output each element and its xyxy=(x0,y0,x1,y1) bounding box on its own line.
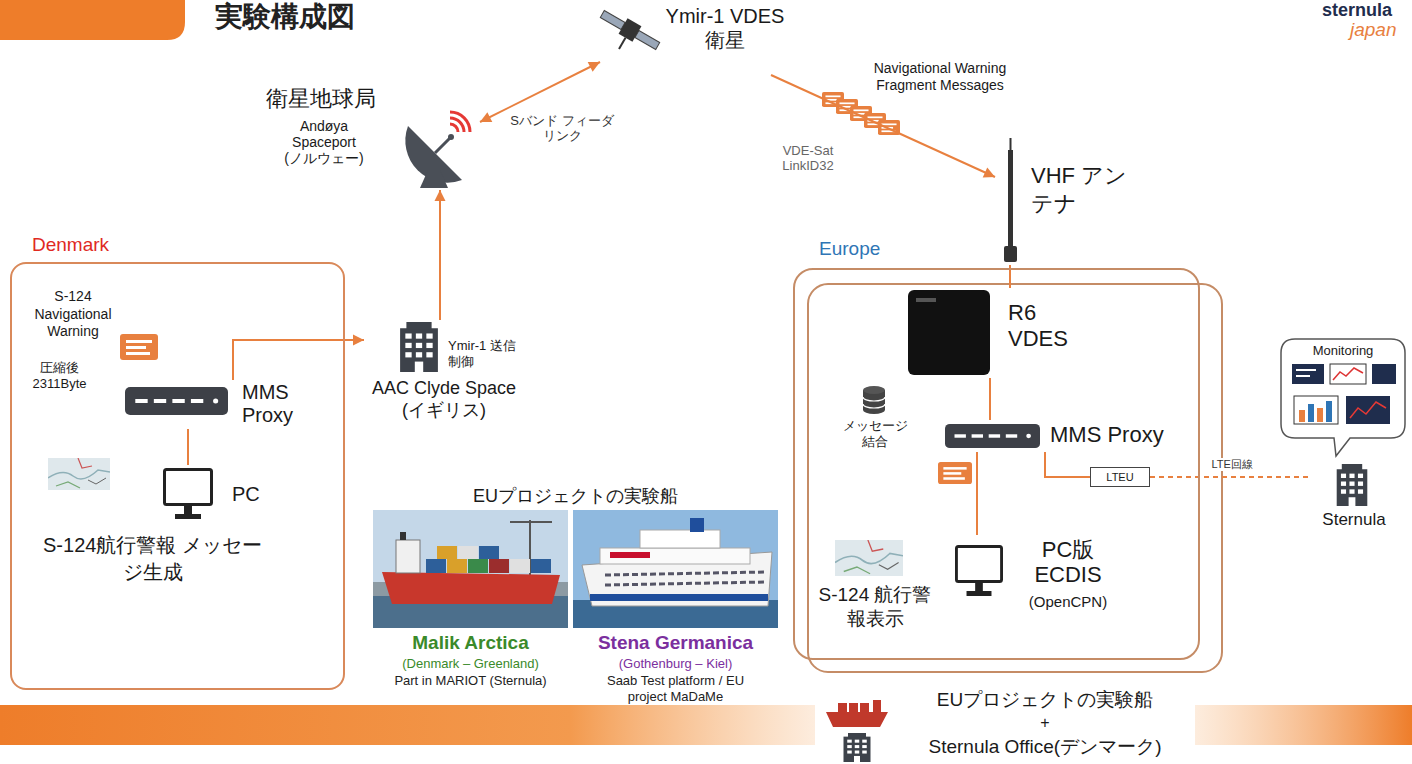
function-note: メッセージ 結合 xyxy=(835,418,915,449)
stack-note: EUプロジェクトの実験船 xyxy=(895,690,1195,711)
device-name: MMS Proxy xyxy=(242,381,300,427)
connector xyxy=(977,452,978,535)
diagram-title: 実験構成図 xyxy=(215,0,355,34)
sternula-office: Sternula xyxy=(1312,462,1396,534)
arrow-head xyxy=(480,112,492,122)
proxy-icon xyxy=(125,387,228,415)
edge-label: VDE-Sat LinkID32 xyxy=(768,143,848,174)
message-note: S-124 Navigational Warning xyxy=(18,288,128,341)
connector xyxy=(435,190,446,320)
ferry-photo xyxy=(573,510,778,628)
arrow-head xyxy=(353,335,364,346)
ship-name: Stena Germanica xyxy=(573,632,778,655)
connector-line xyxy=(976,452,978,535)
section-tab xyxy=(0,0,185,40)
edge-label: Sバンド フィーダリンク xyxy=(507,113,617,144)
connector-line xyxy=(187,429,189,465)
ship-route: (Gothenburg – Kiel) xyxy=(573,656,778,672)
connector xyxy=(1045,452,1090,477)
control-note: Ymir-1 送信制御 xyxy=(448,338,518,369)
building-icon xyxy=(400,322,438,372)
connector-line xyxy=(1150,476,1312,478)
connector-line xyxy=(439,190,441,320)
ship-photo xyxy=(373,510,568,628)
box-label: LTEU xyxy=(1091,471,1149,483)
region-heading: Denmark xyxy=(32,234,109,257)
building-icon xyxy=(844,733,871,762)
connector-line xyxy=(989,378,991,420)
ground-station: 衛星地球局 Andøya Spaceport (ノルウェー) xyxy=(255,86,480,190)
station-title: 衛星地球局 xyxy=(255,86,387,112)
device-name: PC版 ECDIS xyxy=(1016,537,1120,588)
message-note: Navigational Warning Fragment Messages xyxy=(865,60,1015,94)
control-center: Ymir-1 送信制御 AAC Clyde Space (イギリス) xyxy=(364,320,524,430)
vhf-antenna: VHF アンテナ xyxy=(995,140,1135,265)
device-name: PC xyxy=(232,482,260,506)
device-name: MMS Proxy xyxy=(1050,422,1164,448)
software-name: (OpenCPN) xyxy=(1016,593,1120,611)
message-icon xyxy=(120,334,158,360)
arrow-head xyxy=(983,167,995,177)
monitoring-bubble: Monitoring xyxy=(1280,338,1406,458)
satellite-name: Ymir-1 VDES衛星 xyxy=(664,4,786,52)
database-icon xyxy=(863,386,885,414)
connector xyxy=(1150,477,1312,478)
size-note: 圧縮後 2311Byte xyxy=(22,360,97,391)
vdes-device: R6 VDES xyxy=(905,288,1085,378)
message-icon xyxy=(938,462,972,484)
arrow-head xyxy=(435,190,446,201)
connector xyxy=(990,378,991,420)
logo-word: japan xyxy=(1350,19,1397,42)
monitor-icon xyxy=(165,470,212,520)
satellite-icon xyxy=(591,6,662,65)
function-note: S-124 航行警報表示 xyxy=(810,583,940,631)
ship-note: Saab Test platform / EU project MaDaMe xyxy=(603,673,748,704)
connector xyxy=(188,429,189,465)
logo-word: sternula xyxy=(1322,0,1392,22)
monitor-icon xyxy=(956,547,1001,597)
satellite-node: Ymir-1 VDES衛星 xyxy=(600,2,790,75)
station-location: Andøya Spaceport (ノルウェー) xyxy=(281,118,367,166)
region-heading: Europe xyxy=(819,238,880,261)
antenna-name: VHF アンテナ xyxy=(1031,162,1131,217)
lteu-box: LTEU xyxy=(1090,467,1150,487)
pc-terminal: PC xyxy=(160,465,270,525)
stack-note: + xyxy=(895,714,1195,732)
center-name: AAC Clyde Space (イギリス) xyxy=(364,378,524,421)
office-name: Sternula xyxy=(1312,510,1396,530)
bubble-title: Monitoring xyxy=(1283,343,1403,359)
footer-band xyxy=(1195,705,1412,745)
ship-name: Malik Arctica xyxy=(373,632,568,655)
photo-heading: EUプロジェクトの実験船 xyxy=(373,486,778,508)
ship-route: (Denmark – Greenland) xyxy=(373,656,568,672)
stack-note: Sternula Office(デンマーク) xyxy=(895,737,1195,758)
device-name: R6 VDES xyxy=(1008,300,1080,353)
vdes-unit xyxy=(908,290,990,375)
mms-proxy: MMS Proxy xyxy=(122,380,302,429)
proxy-icon xyxy=(945,424,1040,448)
ship-icon xyxy=(826,700,888,727)
ship-note: Part in MARIOT (Sternula) xyxy=(373,673,568,689)
function-note: S-124航行警報 メッセージ生成 xyxy=(40,532,265,586)
connector-line xyxy=(1045,452,1090,477)
building-icon xyxy=(1337,464,1368,506)
edge-label: LTE回線 xyxy=(1212,458,1253,471)
dish-icon xyxy=(405,112,470,188)
footer-band xyxy=(0,705,815,745)
arrow-head xyxy=(588,62,600,72)
chart-thumbnail xyxy=(835,540,903,576)
antenna-icon xyxy=(1004,138,1017,262)
mms-proxy: MMS Proxy xyxy=(942,420,1172,452)
chart-thumbnail xyxy=(48,458,110,490)
ecdis-pc: PC版 ECDIS (OpenCPN) xyxy=(950,535,1130,623)
